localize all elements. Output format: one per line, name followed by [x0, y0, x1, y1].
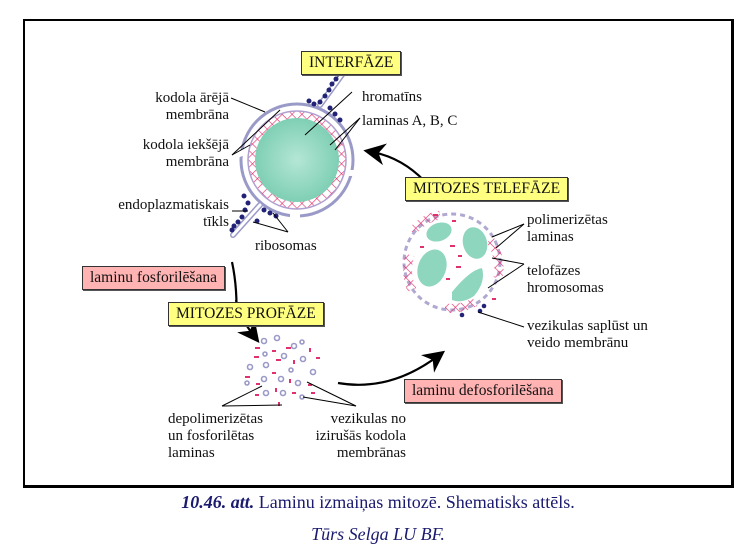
label-inner-membrane: kodola iekšējā membrāna — [143, 137, 229, 171]
arrow-prophase-to-telophase — [337, 350, 446, 386]
lamin-fragments — [245, 347, 320, 406]
telophase-nucleus — [402, 210, 525, 328]
label-line: polimerizētas — [527, 212, 608, 228]
stage-interphase: INTERFĀZE — [301, 51, 402, 75]
figure-caption: 10.46. att. Laminu izmaiņas mitozē. Shem… — [0, 492, 756, 513]
label-depolymerized-lamins: depolimerizētas un fosforilētas laminas — [168, 411, 263, 462]
caption-text: Laminu izmaiņas mitozē. Shematisks attēl… — [254, 492, 575, 512]
chromatin — [255, 118, 339, 202]
label-line: laminas — [168, 445, 215, 461]
lamin-fragments — [420, 214, 496, 300]
label-line: un fosforilētas — [168, 428, 255, 444]
stage-prophase: MITOZES PROFĀZE — [168, 302, 324, 326]
label-vesicles-fuse: vezikulas saplūst un veido membrānu — [527, 318, 648, 352]
label-line: depolimerizētas — [168, 411, 263, 427]
prophase-leader-lines — [221, 381, 357, 407]
stage-telophase: MITOZES TELEFĀZE — [405, 177, 569, 201]
process-dephosphorylation: laminu defosforilēšana — [404, 379, 562, 403]
label-line: tīkls — [203, 214, 229, 230]
process-phosphorylation: laminu fosforilēšana — [82, 266, 225, 290]
figure-number: 10.46. att. — [181, 492, 255, 512]
telophase-leader-lines — [477, 223, 525, 328]
label-line: vezikulas saplūst un — [527, 318, 648, 334]
label-ribosomes: ribosomas — [255, 238, 317, 254]
prophase-fragments — [221, 334, 357, 407]
label-line: kodola ārējā — [155, 90, 229, 106]
label-line: membrānas — [336, 445, 406, 461]
label-line: kodola iekšējā — [142, 137, 229, 153]
label-line: vezikulas no — [330, 411, 406, 427]
ribosomes — [229, 71, 343, 233]
label-line: hromosomas — [527, 280, 604, 296]
label-line: veido membrānu — [527, 335, 629, 351]
label-line: membrāna — [165, 107, 229, 123]
label-line: izirušās kodola — [315, 428, 406, 444]
label-telophase-chromosomes: telofāzes hromosomas — [527, 263, 604, 297]
label-line: laminas — [527, 229, 574, 245]
telophase-chromosomes — [417, 222, 488, 302]
figure-credit: Tūrs Selga LU BF. — [311, 524, 445, 544]
label-line: telofāzes — [527, 263, 581, 279]
label-polymerized-lamins: polimerizētas laminas — [527, 212, 608, 246]
label-chromatin: hromatīns — [362, 89, 422, 105]
label-line: endoplazmatiskais — [118, 197, 229, 213]
label-vesicles-from-membrane: vezikulas no izirušās kodola membrānas — [316, 411, 406, 462]
label-outer-membrane: kodola ārējā membrāna — [155, 90, 229, 124]
label-er: endoplazmatiskais tīkls — [118, 197, 229, 231]
figure-frame — [23, 19, 734, 488]
interphase-nucleus — [229, 69, 361, 238]
interphase-leader-lines — [230, 91, 361, 233]
label-line: membrāna — [165, 154, 229, 170]
label-lamins-abc: laminas A, B, C — [362, 113, 458, 129]
vesicles — [244, 334, 317, 400]
